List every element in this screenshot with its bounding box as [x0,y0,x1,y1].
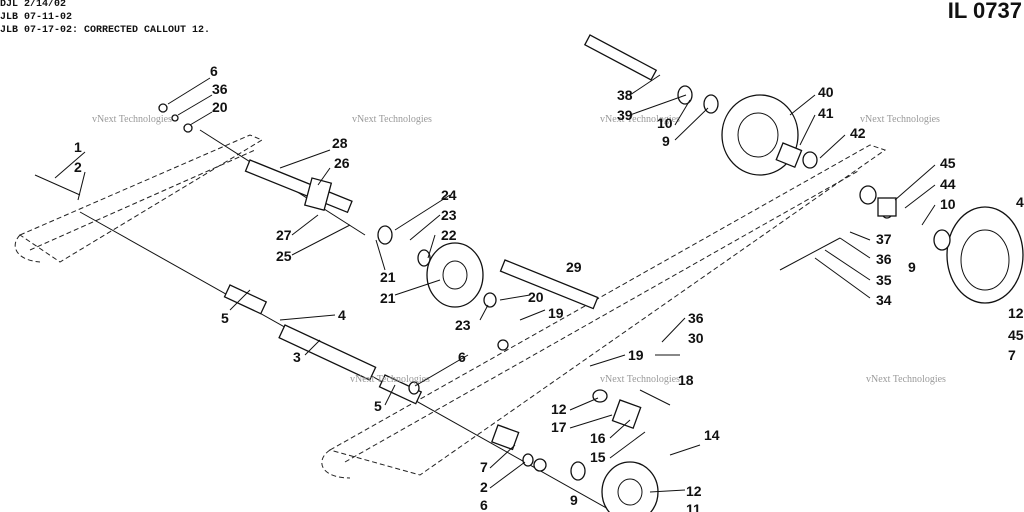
callout-34: 36 [212,81,228,97]
callout-22: 23 [455,317,471,333]
callout-44: 45 [1008,327,1024,343]
illustration-id: IL 0737 [947,0,1022,23]
revision-line-2: JLB 07-11-02 [0,12,73,23]
callout-19: 19 [548,305,564,321]
callout-11: 11 [686,501,701,512]
callout-32: 34 [876,292,892,308]
watermark-1: vNext Technologies [92,114,172,125]
bolt-13 [669,444,701,456]
watermark-5: vNext Technologies [350,374,430,385]
callout-5-b: 5 [374,398,382,414]
callout-25: 24 [441,187,457,203]
revision-line-1: DJL 2/14/02 [0,0,67,10]
callout-30: 29 [566,259,582,275]
callout-35: 37 [876,231,892,247]
bolt-32 [779,237,841,271]
callout-36: 38 [617,87,633,103]
callout-13: 14 [704,427,720,443]
callout-45: 7 [1008,347,1016,363]
wheel-lower [601,461,659,512]
callout-34-b: 36 [688,310,704,326]
callout-26: 25 [276,248,292,264]
callout-4: 4 [338,307,346,323]
callout-18-b: 19 [628,347,644,363]
callout-5: 5 [221,310,229,326]
callout-12-c: 12 [1008,305,1024,321]
callout-6-c: 6 [480,497,488,512]
spacer-5-lower [378,374,423,405]
callout-21: 21 [380,290,396,306]
callout-37: 39 [617,107,633,123]
callout-12-b: 12 [686,483,702,499]
callout-40: 42 [850,125,866,141]
wheel-idler [946,206,1024,304]
callout-10: 10 [657,115,673,131]
wheel-21 [426,242,484,308]
small-hardware [158,85,951,481]
callout-3: 3 [293,349,301,365]
bolt-17 [639,389,671,406]
watermark-6: vNext Technologies [600,374,680,385]
right-slide-rail [321,144,887,479]
callout-31: 30 [688,330,704,346]
watermark-4: vNext Technologies [860,114,940,125]
watermark-7: vNext Technologies [866,374,946,385]
callout-15: 16 [590,430,606,446]
callout-2-b: 2 [480,479,488,495]
callout-20: 21 [380,269,396,285]
tube-3 [278,324,377,381]
left-slide-rail [14,134,264,263]
bolt-1 [34,174,81,196]
callout-27: 26 [334,155,350,171]
callout-6: 6 [210,63,218,79]
callout-4-b: 4 [1016,194,1024,210]
callout-18: 20 [212,99,228,115]
callout-28: 27 [276,227,292,243]
callout-24: 23 [441,207,457,223]
callout-29: 28 [332,135,348,151]
callout-9-c: 9 [908,259,916,275]
callout-34-c: 36 [876,251,892,267]
callout-20-b: 20 [528,289,544,305]
leader-lines [54,74,936,493]
callout-17: 18 [678,372,694,388]
callout-6-b: 6 [458,349,466,365]
callout-10-b: 10 [940,196,956,212]
callout-9: 9 [662,133,670,149]
callout-23: 22 [441,227,457,243]
callout-2: 2 [74,159,82,175]
callout-1: 1 [74,139,82,155]
callout-12: 12 [551,401,567,417]
callout-14: 15 [590,449,606,465]
callout-39: 41 [818,105,834,121]
callout-42: 45 [940,155,956,171]
watermark-3: vNext Technologies [600,114,680,125]
watermark-2: vNext Technologies [352,114,432,125]
callout-33: 35 [876,272,892,288]
shaft-36 [583,34,658,81]
callout-7: 7 [480,459,488,475]
callout-38: 40 [818,84,834,100]
callout-41: 44 [940,176,956,192]
revision-line-3: JLB 07-17-02: CORRECTED CALLOUT 12. [0,25,211,36]
callout-9-b: 9 [570,492,578,508]
axle-30 [499,259,599,310]
callout-16: 17 [551,419,567,435]
spacer-5-upper [223,284,268,315]
